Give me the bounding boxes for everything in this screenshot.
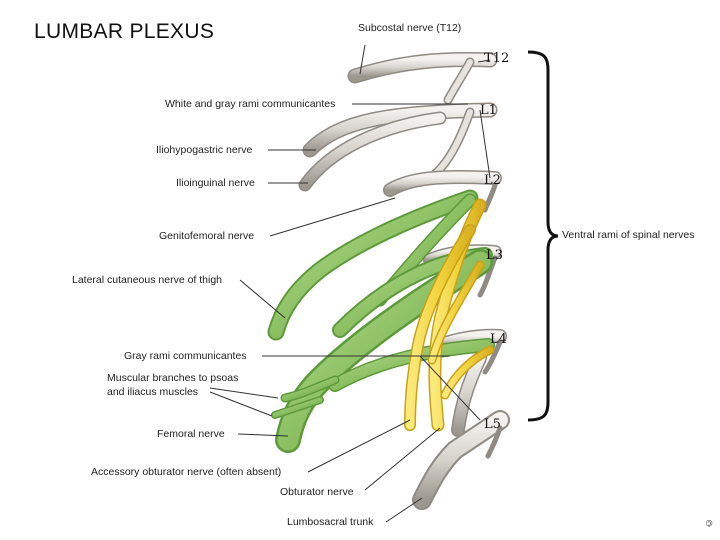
label-genitofemoral: Genitofemoral nerve [159, 230, 255, 242]
yellow-nerves [404, 198, 495, 432]
label-iliohypogastric: Iliohypogastric nerve [156, 144, 253, 156]
label-subcostal-nerve: Subcostal nerve (T12) [358, 22, 462, 34]
level-l4: L4 [490, 332, 507, 347]
level-t12: T12 [484, 51, 510, 66]
label-lateral-cutaneous: Lateral cutaneous nerve of thigh [72, 274, 223, 286]
label-gray-rami: Gray rami communicantes [124, 350, 247, 362]
label-lumbosacral: Lumbosacral trunk [287, 516, 374, 528]
level-l3: L3 [486, 248, 503, 263]
label-rami-white-gray: White and gray rami communicantes [165, 98, 336, 110]
label-femoral: Femoral nerve [157, 428, 225, 440]
label-accessory-obturator: Accessory obturator nerve (often absent) [91, 466, 282, 478]
label-obturator: Obturator nerve [280, 486, 354, 498]
ventral-rami-bracket [527, 50, 559, 422]
label-ilioinguinal: Ilioinguinal nerve [176, 177, 255, 189]
level-l1: L1 [480, 103, 497, 118]
level-l5: L5 [484, 417, 501, 432]
level-l2: L2 [484, 173, 501, 188]
label-muscular-branches-2: and iliacus muscles [107, 386, 199, 398]
copyright-mark: © [704, 518, 714, 528]
label-muscular-branches-1: Muscular branches to psoas [107, 372, 239, 384]
leader-lines [209, 44, 491, 523]
page-title: LUMBAR PLEXUS [34, 20, 215, 43]
label-ventral-rami: Ventral rami of spinal nerves [562, 229, 695, 241]
